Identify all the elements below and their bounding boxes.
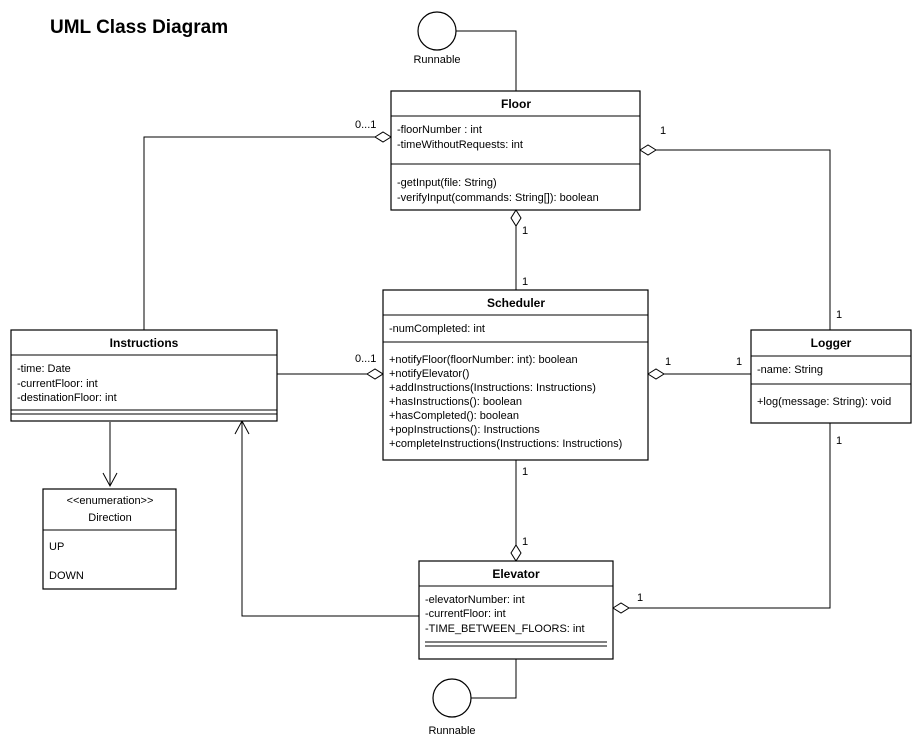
multiplicity-label: 1 <box>522 466 528 478</box>
class-logger: Logger -name: String +log(message: Strin… <box>750 329 912 424</box>
attribute: -elevatorNumber: int <box>425 594 525 606</box>
class-instructions: Instructions -time: Date -currentFloor: … <box>10 329 278 422</box>
class-floor: Floor -floorNumber : int -timeWithoutReq… <box>390 90 641 211</box>
aggregation-diamond-floor-scheduler <box>510 209 522 227</box>
multiplicity-label: 1 <box>665 356 671 368</box>
method: +notifyFloor(floorNumber: int): boolean <box>389 354 578 366</box>
method: -verifyInput(commands: String[]): boolea… <box>397 192 599 204</box>
runnable-interface-bottom <box>432 678 472 718</box>
class-name-direction: Direction <box>88 512 131 524</box>
aggregation-diamond-scheduler-instructions <box>366 368 384 380</box>
enum-stereotype: <<enumeration>> <box>67 495 154 507</box>
multiplicity-label: 1 <box>522 225 528 237</box>
aggregation-diamond-logger-elevator <box>612 602 630 614</box>
open-arrowhead-direction <box>102 472 118 488</box>
method: +log(message: String): void <box>757 396 891 408</box>
class-name-elevator: Elevator <box>492 567 540 581</box>
enum-value: UP <box>49 541 64 553</box>
class-name-scheduler: Scheduler <box>487 296 545 310</box>
method: +hasInstructions(): boolean <box>389 396 522 408</box>
multiplicity-label: 1 <box>637 592 643 604</box>
attribute: -numCompleted: int <box>389 323 485 335</box>
realization-edge-floor-runnable <box>438 30 517 91</box>
multiplicity-label: 0...1 <box>355 353 376 365</box>
runnable-label-bottom: Runnable <box>428 725 475 737</box>
attribute: -currentFloor: int <box>17 378 98 390</box>
method: +addInstructions(Instructions: Instructi… <box>389 382 596 394</box>
diagram-title: UML Class Diagram <box>50 17 228 38</box>
method: +completeInstructions(Instructions: Inst… <box>389 438 622 450</box>
multiplicity-label: 1 <box>836 309 842 321</box>
dependency-edge-elevator-instructions <box>241 421 419 617</box>
class-elevator: Elevator -elevatorNumber: int -currentFl… <box>418 560 614 660</box>
edge-logger-elevator <box>629 423 831 609</box>
attribute: -timeWithoutRequests: int <box>397 139 523 151</box>
class-name-instructions: Instructions <box>110 336 179 350</box>
attribute: -TIME_BETWEEN_FLOORS: int <box>425 623 585 635</box>
edge-floor-logger <box>656 149 831 330</box>
method: +popInstructions(): Instructions <box>389 424 540 436</box>
edge-floor-instructions <box>143 136 375 330</box>
enum-direction: <<enumeration>> Direction UP DOWN <box>42 488 177 590</box>
multiplicity-label: 1 <box>522 276 528 288</box>
method: +notifyElevator() <box>389 368 469 380</box>
method: -getInput(file: String) <box>397 177 497 189</box>
aggregation-diamond-floor-logger <box>639 144 657 156</box>
class-scheduler: Scheduler -numCompleted: int +notifyFloo… <box>382 289 649 461</box>
class-name-floor: Floor <box>501 97 531 111</box>
enum-value: DOWN <box>49 570 84 582</box>
runnable-label-top: Runnable <box>413 54 460 66</box>
class-name-logger: Logger <box>811 336 852 350</box>
multiplicity-label: 1 <box>736 356 742 368</box>
aggregation-diamond-floor-instructions <box>374 131 392 143</box>
multiplicity-label: 1 <box>660 125 666 137</box>
attribute: -currentFloor: int <box>425 608 506 620</box>
attribute: -floorNumber : int <box>397 124 482 136</box>
realization-edge-elevator-runnable <box>452 659 517 699</box>
multiplicity-label: 0...1 <box>355 119 376 131</box>
runnable-interface-top <box>417 11 457 51</box>
aggregation-diamond-scheduler-logger <box>647 368 665 380</box>
multiplicity-label: 1 <box>836 435 842 447</box>
method: +hasCompleted(): boolean <box>389 410 519 422</box>
aggregation-diamond-scheduler-elevator <box>510 544 522 562</box>
attribute: -destinationFloor: int <box>17 392 117 404</box>
attribute: -time: Date <box>17 363 71 375</box>
multiplicity-label: 1 <box>522 536 528 548</box>
attribute: -name: String <box>757 364 823 376</box>
